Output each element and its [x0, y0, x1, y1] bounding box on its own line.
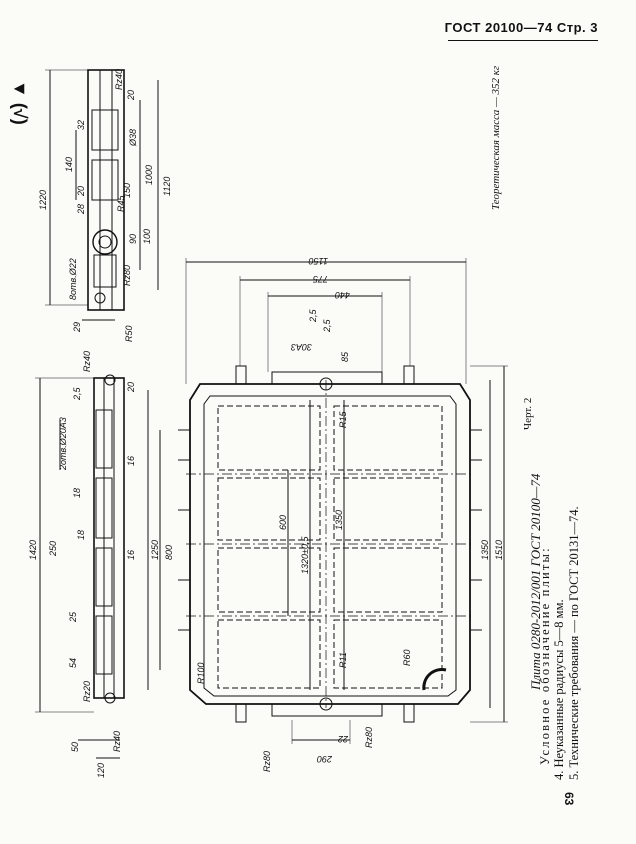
dim-label: 2,5 [308, 308, 318, 323]
condition-label: Условное обозначение плиты: [538, 546, 552, 765]
side-view-labels: 1420 250 2отв.Ø20А3 18 18 25 54 Rz40 Rz2… [28, 351, 174, 778]
top-view-labels: 1220 140 20 28 32 Rz40 20 Ø38 150 1000 1… [38, 69, 172, 342]
dim-label: Rz40 [112, 731, 122, 752]
mass-note: Теоретическая масса — 352 кг [490, 65, 502, 210]
dim-label: 32 [76, 120, 86, 130]
plan-view-labels: 1150 775 440 2,5 2,5 30А3 85 R15 600 132… [196, 256, 504, 772]
dim-label: 20 [76, 186, 86, 197]
plan-view [178, 258, 508, 744]
dim-label: 120 [96, 763, 106, 778]
dim-label: R50 [124, 325, 134, 342]
dim-label: 30А3 [291, 342, 312, 352]
dim-label: 1220 [38, 190, 48, 210]
dim-label: 1150 [309, 256, 328, 266]
page-number: 63 [562, 792, 576, 806]
dim-label: 150 [122, 183, 132, 198]
page-header: ГОСТ 20100—74 Стр. 3 [445, 20, 598, 35]
page-label: Стр. 3 [556, 20, 598, 35]
figure-caption: Черт. 2 [522, 397, 534, 430]
dim-label: Rz40 [82, 351, 92, 372]
dim-label: 250 [48, 541, 58, 557]
dim-label: Rz80 [122, 265, 132, 286]
dim-label: 25 [68, 611, 78, 623]
dim-label: 1120 [162, 177, 172, 196]
note-item: 4. Неуказанные радиусы 5—8 мм. [552, 599, 566, 780]
dim-label: 50 [70, 742, 80, 752]
dim-label: 28 [76, 204, 86, 215]
dim-label: 1350 [480, 540, 490, 560]
dim-label: 18 [76, 530, 86, 540]
dim-label: 54 [68, 658, 78, 668]
dim-label: 20 [126, 382, 136, 393]
dim-label: 16 [126, 456, 136, 466]
dim-label: 100 [142, 229, 152, 244]
standard-number: ГОСТ 20100—74 [444, 20, 553, 35]
dim-label: 20 [126, 90, 136, 101]
dim-label: 18 [72, 488, 82, 498]
dim-label: Rz80 [364, 727, 374, 748]
dim-label: 1320±0,5 [300, 536, 310, 574]
dim-label: 800 [164, 545, 174, 560]
dim-label: 1510 [494, 540, 504, 560]
dim-label: 1000 [144, 165, 154, 185]
note-item: 5. Технические требования — по ГОСТ 2013… [567, 506, 581, 780]
dim-label: 22 [338, 734, 349, 744]
dim-label: 290 [317, 754, 333, 764]
header-rule [448, 40, 598, 41]
dim-label: Rz20 [82, 681, 92, 702]
dim-label: 8отв.Ø22 [68, 258, 78, 300]
dim-label: 90 [128, 234, 138, 244]
dim-label: 2отв.Ø20А3 [58, 417, 68, 471]
dim-label: 85 [340, 351, 350, 362]
dim-label: 440 [335, 290, 350, 300]
dim-label: 29 [72, 322, 82, 333]
dim-label: 600 [278, 515, 288, 530]
dim-label: Rz80 [262, 751, 272, 772]
dim-label: 1350 [334, 510, 344, 530]
dim-label: Rz40 [114, 69, 124, 90]
dim-label: 140 [64, 157, 74, 172]
dim-label: R100 [196, 662, 206, 684]
dim-label: R45 [116, 194, 126, 212]
dim-label: 2,5 [322, 318, 332, 333]
side-view [35, 374, 161, 759]
dim-label: R11 [338, 652, 348, 668]
dim-label: 1250 [150, 540, 160, 560]
dim-label: R15 [338, 410, 348, 428]
dim-label: Ø38 [128, 129, 138, 147]
dim-label: 2,5 [72, 386, 82, 401]
dim-label: 775 [312, 274, 328, 284]
dim-label: R60 [402, 649, 412, 666]
dim-label: 1420 [28, 540, 38, 560]
top-view [45, 69, 159, 321]
dim-label: 16 [126, 550, 136, 560]
